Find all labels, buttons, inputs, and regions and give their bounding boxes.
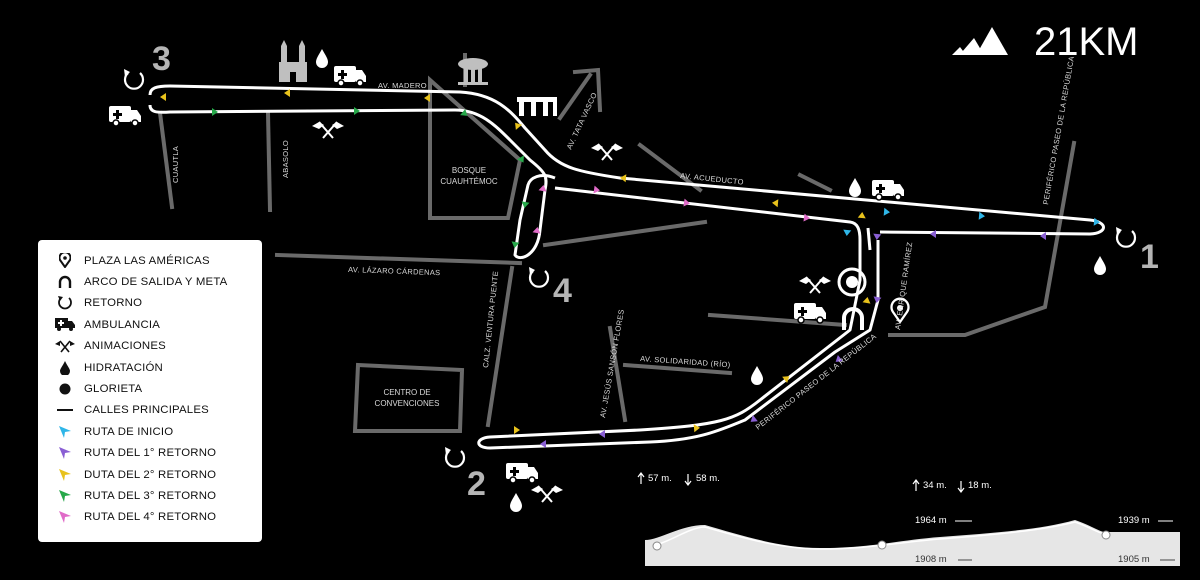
retorno-number-1: 1 bbox=[1140, 238, 1159, 276]
street-label-cuautla: CUAUTLA bbox=[171, 146, 180, 183]
legend-item: HIDRATACIÓN bbox=[38, 357, 262, 378]
hydration-icon bbox=[849, 178, 861, 197]
retorno-icon bbox=[1114, 225, 1137, 248]
elevation-gain-right: 34 m. bbox=[923, 480, 947, 491]
hydration-icon bbox=[510, 493, 522, 512]
arrow-icon bbox=[54, 511, 76, 524]
street-label-abasolo: ABASOLO bbox=[281, 140, 290, 178]
legend-panel: PLAZA LAS AMÉRICAS ARCO DE SALIDA Y META… bbox=[38, 240, 262, 542]
pin-icon bbox=[890, 297, 910, 325]
street-label-madero: AV. MADERO bbox=[378, 81, 427, 90]
legend-item: PLAZA LAS AMÉRICAS bbox=[38, 250, 262, 271]
hydration-icon bbox=[316, 49, 328, 68]
arrow-icon bbox=[54, 489, 76, 502]
drop-icon bbox=[54, 360, 76, 375]
hydration-icon bbox=[751, 366, 763, 385]
flags-icon bbox=[54, 339, 76, 353]
return-icon bbox=[54, 295, 76, 311]
legend-item: RUTA DEL 3° RETORNO bbox=[38, 485, 262, 506]
legend-label: ANIMACIONES bbox=[84, 340, 166, 353]
legend-label: RUTA DEL 3° RETORNO bbox=[84, 489, 217, 502]
area-label-bosque: CUAUHTÉMOC bbox=[440, 177, 498, 186]
street-label-lazaro: AV. LÁZARO CÁRDENAS bbox=[348, 265, 441, 277]
elevation-profile bbox=[637, 472, 1180, 566]
elevation-mark: 1939 m bbox=[1118, 515, 1150, 526]
ambulance-icon bbox=[793, 302, 827, 324]
race-route bbox=[148, 84, 1105, 450]
retorno-icon bbox=[443, 445, 466, 468]
retorno-number-3: 3 bbox=[152, 40, 171, 78]
retorno-icon bbox=[122, 67, 145, 90]
animation-flags-icon bbox=[590, 143, 624, 161]
elevation-mark: 1905 m bbox=[1118, 554, 1150, 565]
legend-item: DUTA DEL 2° RETORNO bbox=[38, 464, 262, 485]
street-label-periferico-vertical: PERIFÉRICO PASEO DE LA REPÚBLICA bbox=[1041, 55, 1076, 205]
animation-flags-icon bbox=[530, 485, 564, 503]
legend-item: GLORIETA bbox=[38, 378, 262, 399]
retorno-icon bbox=[527, 265, 550, 288]
legend-item: ARCO DE SALIDA Y META bbox=[38, 271, 262, 292]
roundabout bbox=[837, 267, 867, 297]
arch-icon bbox=[54, 275, 76, 289]
landmark-fountain-icon bbox=[458, 58, 488, 85]
line-icon bbox=[54, 408, 76, 412]
animation-flags-icon bbox=[798, 276, 832, 294]
dot-icon bbox=[54, 383, 76, 395]
finish-arch-icon bbox=[842, 307, 864, 330]
legend-label: AMBULANCIA bbox=[84, 318, 161, 331]
legend-label: RUTA DEL 1° RETORNO bbox=[84, 447, 217, 460]
legend-label: CALLES PRINCIPALES bbox=[84, 404, 209, 417]
area-label-centro: CENTRO DE bbox=[383, 388, 430, 397]
pin-icon bbox=[54, 253, 76, 269]
elevation-gain-left: 57 m. bbox=[648, 473, 672, 484]
legend-label: RUTA DE INICIO bbox=[84, 425, 174, 438]
animation-flags-icon bbox=[311, 121, 345, 139]
legend-item: RUTA DEL 1° RETORNO bbox=[38, 443, 262, 464]
ambulance-icon bbox=[871, 179, 905, 201]
arrow-icon bbox=[54, 468, 76, 481]
legend-item: ANIMACIONES bbox=[38, 336, 262, 357]
legend-label: ARCO DE SALIDA Y META bbox=[84, 276, 228, 289]
elevation-mark: 1964 m bbox=[915, 515, 947, 526]
elevation-loss-right: 18 m. bbox=[968, 480, 992, 491]
arrow-icon bbox=[54, 425, 76, 438]
legend-item: RUTA DE INICIO bbox=[38, 421, 262, 442]
elevation-loss-left: 58 m. bbox=[696, 473, 720, 484]
ambulance-icon bbox=[108, 105, 142, 127]
legend-item: RETORNO bbox=[38, 293, 262, 314]
legend-item: CALLES PRINCIPALES bbox=[38, 400, 262, 421]
elevation-mark: 1908 m bbox=[915, 554, 947, 565]
street-label-periferico-diagonal: PERIFÉRICO PASEO DE LA REPÚBLICA bbox=[754, 332, 878, 432]
ambulance-icon bbox=[505, 462, 539, 484]
retorno-number-4: 4 bbox=[553, 272, 572, 310]
legend-item: AMBULANCIA bbox=[38, 314, 262, 335]
landmark-cathedral-icon bbox=[279, 40, 307, 82]
main-streets bbox=[157, 53, 1077, 433]
adidas-logo-icon bbox=[952, 27, 1008, 55]
legend-label: RUTA DEL 4° RETORNO bbox=[84, 511, 217, 524]
area-label-centro: CONVENCIONES bbox=[375, 399, 440, 408]
legend-label: GLORIETA bbox=[84, 383, 143, 396]
street-label-enrique-ramirez: AV. ENRIQUE RAMÍREZ bbox=[893, 241, 914, 330]
landmark-aqueduct-icon bbox=[517, 97, 557, 116]
arrow-icon bbox=[54, 447, 76, 460]
retorno-number-2: 2 bbox=[467, 465, 486, 503]
ambulance-icon bbox=[333, 65, 367, 87]
distance-title: 21KM bbox=[1034, 20, 1139, 64]
legend-label: HIDRATACIÓN bbox=[84, 361, 163, 374]
route-arrows bbox=[160, 89, 1100, 448]
hydration-icon bbox=[1094, 256, 1106, 275]
ambulance-icon bbox=[54, 318, 76, 332]
legend-label: RETORNO bbox=[84, 297, 143, 310]
legend-label: DUTA DEL 2° RETORNO bbox=[84, 468, 217, 481]
legend-label: PLAZA LAS AMÉRICAS bbox=[84, 254, 210, 267]
area-label-bosque: BOSQUE bbox=[452, 166, 486, 175]
street-label-tata-vasco: AV. TATA VASCO bbox=[565, 91, 599, 151]
legend-item: RUTA DEL 4° RETORNO bbox=[38, 507, 262, 528]
